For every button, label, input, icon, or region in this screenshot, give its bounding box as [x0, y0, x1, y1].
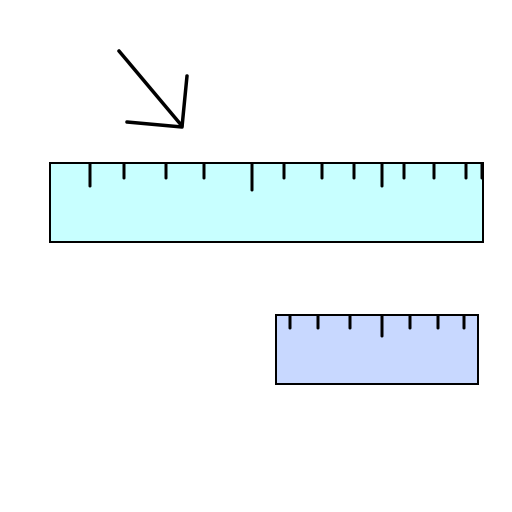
arrow-down-right-icon [125, 74, 189, 129]
bottom-ruler-ticks [288, 314, 466, 338]
pointer-arrow [117, 49, 189, 129]
top-ruler-body [49, 162, 484, 243]
top-ruler-ticks [88, 162, 484, 192]
arrow-shaft [117, 49, 184, 128]
top-ruler [49, 162, 484, 243]
bottom-ruler [275, 314, 479, 385]
bottom-ruler-body [275, 314, 479, 385]
